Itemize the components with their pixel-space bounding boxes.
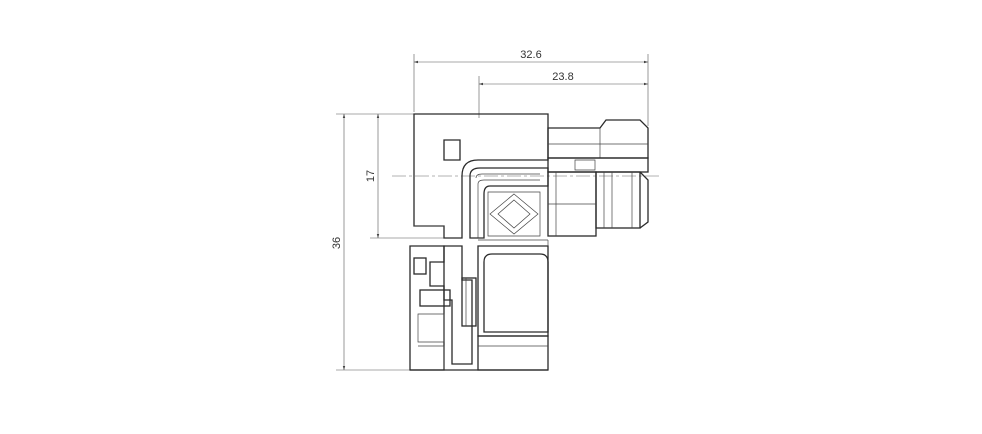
dimension-label-upper-height: 17: [365, 170, 377, 182]
dimension-offset-width: 23.8: [478, 71, 648, 118]
dimension-upper-height: 17: [365, 113, 444, 239]
elbow-body: [413, 113, 549, 239]
spring-contact: [419, 289, 451, 307]
dimension-overall-width: 32.6: [413, 49, 649, 126]
inner-sleeve: [443, 245, 477, 365]
knurled-coupling-nut: [477, 239, 549, 371]
dimension-total-height: 36: [331, 113, 410, 371]
rear-sleeve: [547, 157, 649, 237]
dimension-label-overall-width: 32.6: [520, 49, 541, 61]
cavity-detail: [487, 191, 541, 237]
seal-ring: [413, 257, 427, 275]
rear-nut: [547, 119, 649, 159]
inner-conductor: [469, 167, 549, 239]
dimension-label-offset-width: 23.8: [552, 71, 573, 83]
dimension-label-total-height: 36: [331, 237, 343, 249]
